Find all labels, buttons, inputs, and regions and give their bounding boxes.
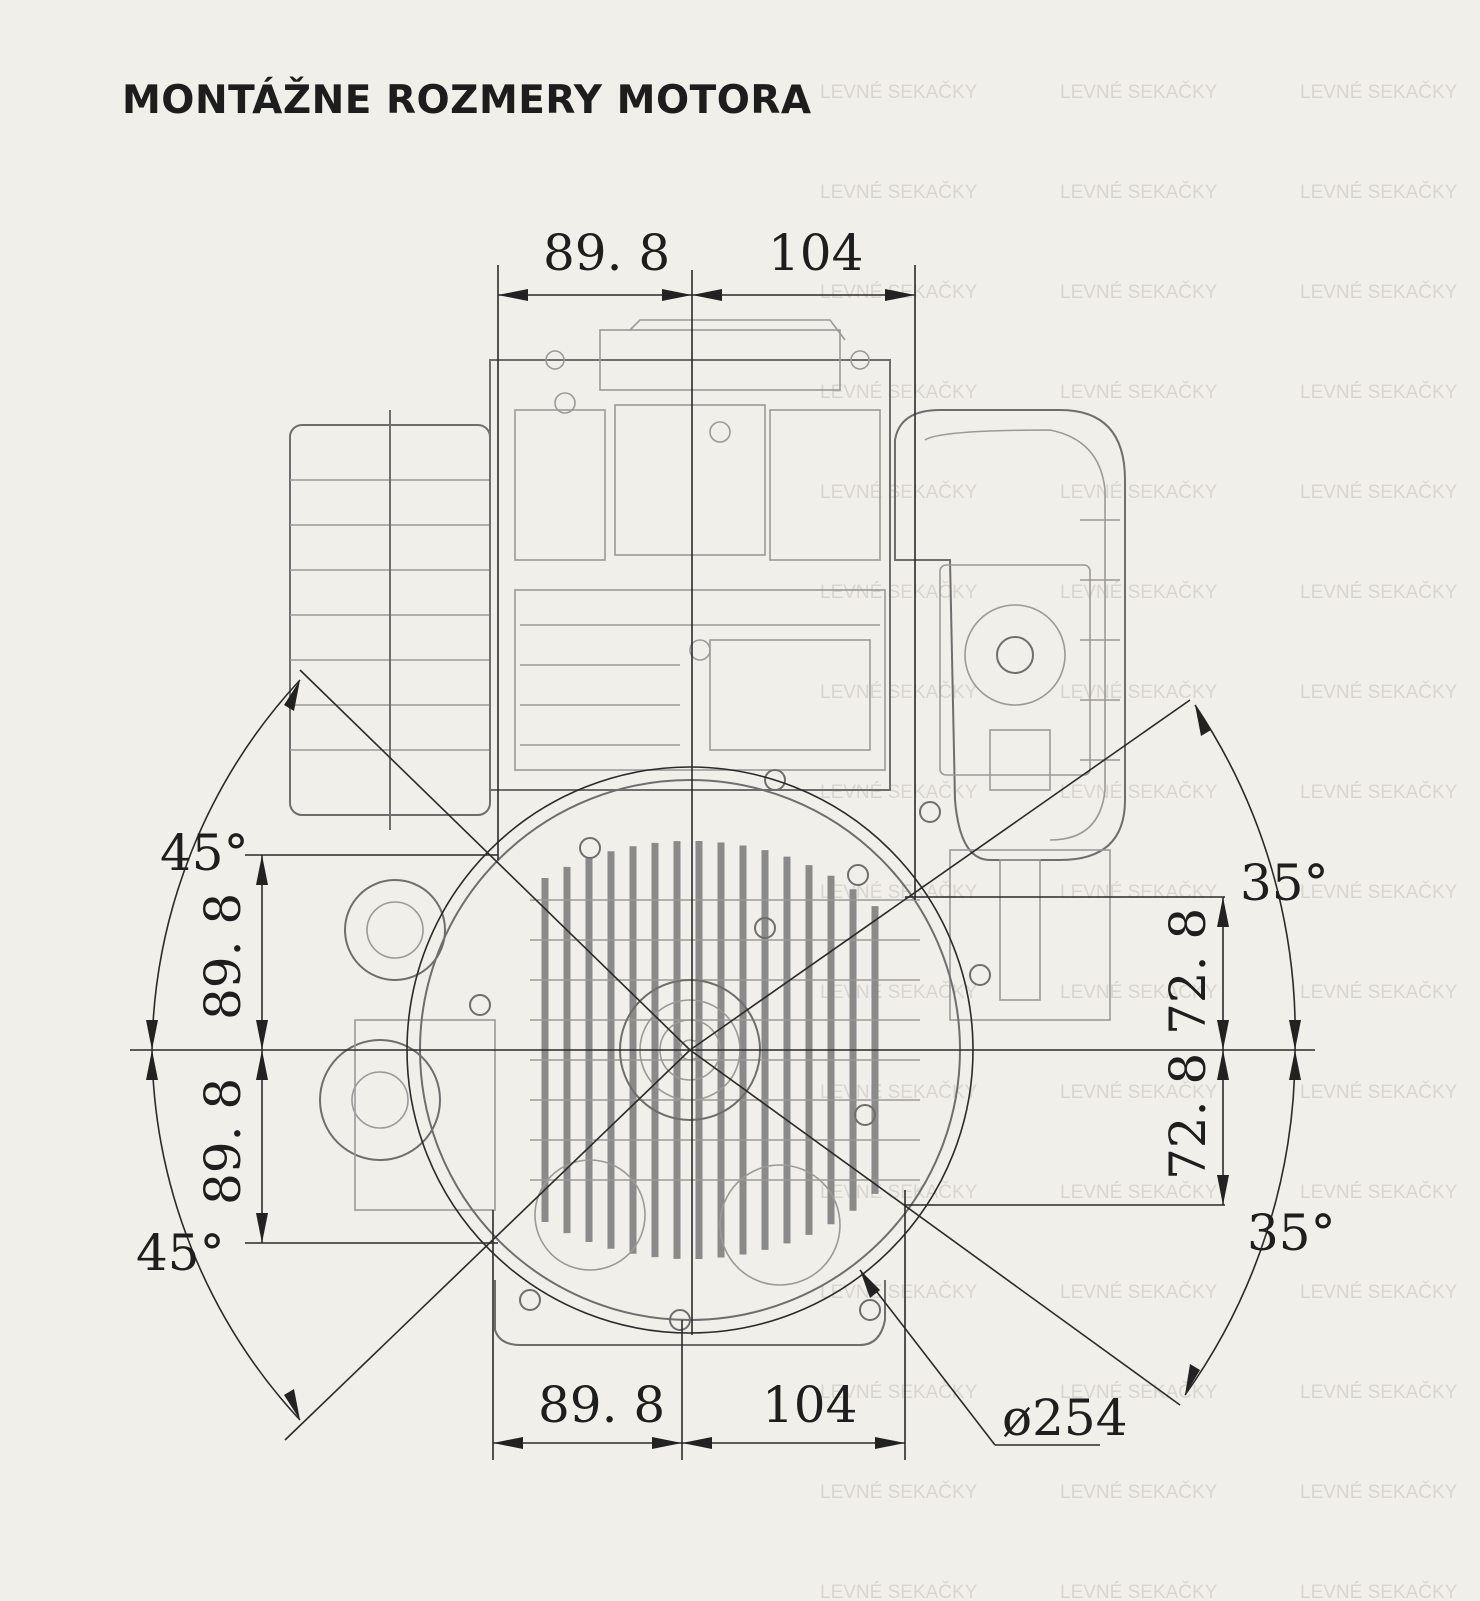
angle-right-lower: 35° [1247, 1204, 1336, 1262]
watermark-text: LEVNÉ SEKAČKY [1060, 381, 1218, 403]
watermark-text: LEVNÉ SEKAČKY [820, 1481, 978, 1503]
watermark-text: LEVNÉ SEKAČKY [1300, 1181, 1458, 1203]
watermark-text: LEVNÉ SEKAČKY [820, 81, 978, 103]
watermark-text: LEVNÉ SEKAČKY [1060, 1181, 1218, 1203]
watermark-text: LEVNÉ SEKAČKY [1060, 1381, 1218, 1403]
watermark-text: LEVNÉ SEKAČKY [1300, 1081, 1458, 1103]
watermark-text: LEVNÉ SEKAČKY [1060, 681, 1218, 703]
watermark-text: LEVNÉ SEKAČKY [1060, 81, 1218, 103]
watermark-text: LEVNÉ SEKAČKY [1300, 681, 1458, 703]
watermark-text: LEVNÉ SEKAČKY [1300, 1581, 1458, 1601]
watermark-text: LEVNÉ SEKAČKY [1060, 481, 1218, 503]
watermark-text: LEVNÉ SEKAČKY [1060, 581, 1218, 603]
watermark-text: LEVNÉ SEKAČKY [820, 481, 978, 503]
watermark-text: LEVNÉ SEKAČKY [1300, 1481, 1458, 1503]
watermark-layer: LEVNÉ SEKAČKY LEVNÉ SEKAČKY LEVNÉ SEKAČKY L… [820, 81, 1458, 1601]
angle-right-upper: 35° [1240, 854, 1329, 912]
page-title: MONTÁŽNE ROZMERY MOTORA [122, 78, 812, 123]
angle-left-upper: 45° [160, 824, 249, 882]
dimension-labels: 89. 8 104 89. 8 104 89. 8 89. 8 72. 8 72… [136, 224, 1336, 1447]
watermark-text: LEVNÉ SEKAČKY [820, 781, 978, 803]
dim-bottom-right: 104 [762, 1376, 857, 1434]
watermark-text: LEVNÉ SEKAČKY [1060, 1581, 1218, 1601]
watermark-text: LEVNÉ SEKAČKY [820, 981, 978, 1003]
watermark-text: LEVNÉ SEKAČKY [1300, 481, 1458, 503]
dim-right-lower: 72. 8 [1159, 1053, 1217, 1180]
watermark-text: LEVNÉ SEKAČKY [820, 1081, 978, 1103]
watermark-text: LEVNÉ SEKAČKY [1300, 181, 1458, 203]
angle-left-lower: 45° [136, 1224, 225, 1282]
watermark-text: LEVNÉ SEKAČKY [820, 381, 978, 403]
watermark-text: LEVNÉ SEKAČKY [1300, 381, 1458, 403]
watermark-text: LEVNÉ SEKAČKY [1060, 181, 1218, 203]
watermark-text: LEVNÉ SEKAČKY [1060, 1281, 1218, 1303]
watermark-text: LEVNÉ SEKAČKY [1300, 1281, 1458, 1303]
dim-top-right: 104 [768, 224, 863, 282]
dim-top-left: 89. 8 [543, 224, 670, 282]
watermark-text: LEVNÉ SEKAČKY [820, 1381, 978, 1403]
watermark-text: LEVNÉ SEKAČKY [1060, 881, 1218, 903]
watermark-text: LEVNÉ SEKAČKY [1060, 281, 1218, 303]
watermark-text: LEVNÉ SEKAČKY [1060, 781, 1218, 803]
dimension-lines [130, 265, 1315, 1460]
watermark-text: LEVNÉ SEKAČKY [1300, 781, 1458, 803]
watermark-text: LEVNÉ SEKAČKY [1300, 581, 1458, 603]
dim-left-lower: 89. 8 [194, 1078, 252, 1205]
watermark-text: LEVNÉ SEKAČKY [1300, 281, 1458, 303]
watermark-text: LEVNÉ SEKAČKY [820, 581, 978, 603]
watermark-text: LEVNÉ SEKAČKY [820, 1281, 978, 1303]
dim-bottom-left: 89. 8 [538, 1376, 665, 1434]
watermark-text: LEVNÉ SEKAČKY [1300, 81, 1458, 103]
dim-right-upper: 72. 8 [1159, 908, 1217, 1035]
bolt-circle-diameter: ø254 [1002, 1389, 1128, 1447]
dim-left-upper: 89. 8 [194, 893, 252, 1020]
watermark-text: LEVNÉ SEKAČKY [820, 1581, 978, 1601]
watermark-text: LEVNÉ SEKAČKY [820, 681, 978, 703]
watermark-text: LEVNÉ SEKAČKY [1060, 1481, 1218, 1503]
watermark-text: LEVNÉ SEKAČKY [1300, 881, 1458, 903]
watermark-text: LEVNÉ SEKAČKY [1060, 1081, 1218, 1103]
watermark-text: LEVNÉ SEKAČKY [1300, 1381, 1458, 1403]
watermark-text: LEVNÉ SEKAČKY [1300, 981, 1458, 1003]
watermark-text: LEVNÉ SEKAČKY [1060, 981, 1218, 1003]
watermark-text: LEVNÉ SEKAČKY [820, 181, 978, 203]
watermark-text: LEVNÉ SEKAČKY [820, 1181, 978, 1203]
